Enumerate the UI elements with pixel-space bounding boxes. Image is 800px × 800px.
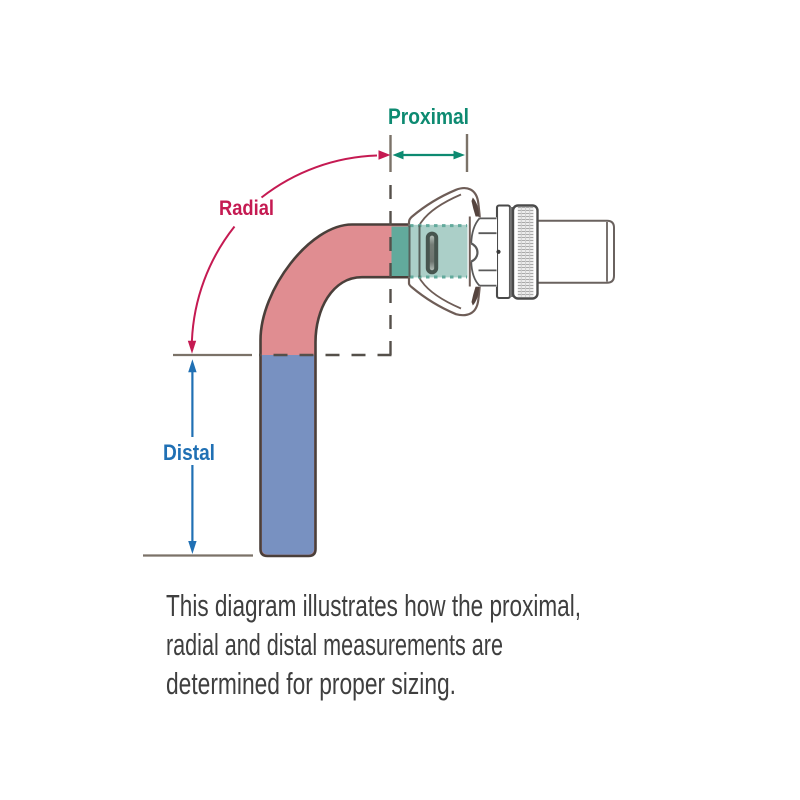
svg-text:determined for proper sizing.: determined for proper sizing. xyxy=(166,666,456,701)
svg-text:radial and distal measurements: radial and distal measurements are xyxy=(166,627,503,662)
svg-text:Distal: Distal xyxy=(163,440,215,465)
svg-text:Proximal: Proximal xyxy=(388,104,469,129)
svg-text:Radial: Radial xyxy=(219,197,274,220)
svg-text:This diagram illustrates how t: This diagram illustrates how the proxima… xyxy=(166,588,581,623)
